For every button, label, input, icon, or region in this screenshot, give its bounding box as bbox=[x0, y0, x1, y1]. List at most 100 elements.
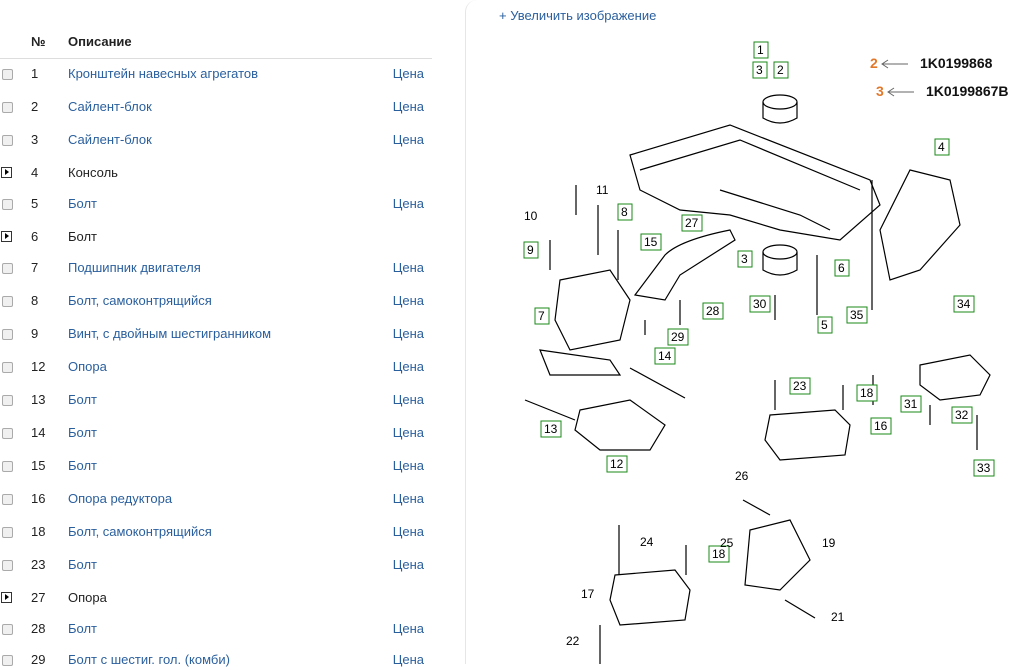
price-link[interactable]: Цена bbox=[392, 425, 424, 440]
callout-label[interactable]: 12 bbox=[610, 457, 624, 471]
price-link[interactable]: Цена bbox=[392, 392, 424, 407]
callout-label[interactable]: 7 bbox=[538, 309, 545, 323]
row-description[interactable]: Винт, с двойным шестигранником bbox=[68, 326, 272, 341]
row-checkbox[interactable] bbox=[2, 263, 13, 274]
callout-box[interactable] bbox=[789, 377, 811, 395]
callout-box[interactable] bbox=[856, 384, 878, 402]
callout-label[interactable]: 1 bbox=[757, 43, 764, 57]
expand-toggle[interactable] bbox=[1, 167, 12, 178]
callout-box[interactable] bbox=[951, 406, 973, 424]
row-description[interactable]: Болт bbox=[68, 425, 98, 440]
callout-box[interactable] bbox=[540, 420, 562, 438]
callout-label[interactable]: 3 bbox=[741, 252, 748, 266]
row-description[interactable]: Болт bbox=[68, 621, 98, 636]
row-description[interactable]: Болт, самоконтрящийся bbox=[68, 293, 212, 308]
callout-box[interactable] bbox=[834, 259, 850, 277]
expand-toggle[interactable] bbox=[1, 592, 12, 603]
callout-label[interactable]: 11 bbox=[596, 183, 609, 197]
callout-box[interactable] bbox=[846, 306, 868, 324]
callout-label[interactable]: 26 bbox=[735, 469, 749, 483]
price-link[interactable]: Цена bbox=[392, 621, 424, 636]
callout-box[interactable] bbox=[749, 295, 771, 313]
row-description[interactable]: Болт с шестиг. гол. (комби) bbox=[68, 652, 230, 667]
callout-label[interactable]: 13 bbox=[544, 422, 558, 436]
callout-box[interactable] bbox=[973, 459, 995, 477]
callout-label[interactable]: 28 bbox=[706, 304, 720, 318]
callout-label[interactable]: 35 bbox=[850, 308, 864, 322]
callout-label[interactable]: 27 bbox=[685, 216, 699, 230]
row-checkbox[interactable] bbox=[2, 102, 13, 113]
callout-box[interactable] bbox=[606, 455, 628, 473]
callout-box[interactable] bbox=[817, 316, 833, 334]
callout-label[interactable]: 8 bbox=[621, 205, 628, 219]
row-checkbox[interactable] bbox=[2, 461, 13, 472]
callout-label[interactable]: 16 bbox=[874, 419, 888, 433]
row-description[interactable]: Опора bbox=[68, 359, 107, 374]
callout-label[interactable]: 6 bbox=[838, 261, 845, 275]
price-link[interactable]: Цена bbox=[392, 196, 424, 211]
callout-box[interactable] bbox=[654, 347, 676, 365]
callout-label[interactable]: 19 bbox=[822, 536, 836, 550]
row-description[interactable]: Болт bbox=[68, 392, 98, 407]
row-checkbox[interactable] bbox=[2, 362, 13, 373]
callout-label[interactable]: 29 bbox=[671, 330, 685, 344]
expand-toggle[interactable] bbox=[1, 231, 12, 242]
row-checkbox[interactable] bbox=[2, 135, 13, 146]
callout-box[interactable] bbox=[534, 307, 550, 325]
row-description[interactable]: Болт bbox=[68, 196, 98, 211]
callout-box[interactable] bbox=[953, 295, 975, 313]
callout-box[interactable] bbox=[523, 241, 539, 259]
callout-box[interactable] bbox=[640, 233, 662, 251]
row-checkbox[interactable] bbox=[2, 428, 13, 439]
callout-box[interactable] bbox=[870, 417, 892, 435]
callout-box[interactable] bbox=[681, 214, 703, 232]
row-description[interactable]: Сайлент-блок bbox=[68, 99, 152, 114]
row-description[interactable]: Болт, самоконтрящийся bbox=[68, 524, 212, 539]
row-description[interactable]: Кронштейн навесных агрегатов bbox=[68, 66, 259, 81]
callout-box[interactable] bbox=[753, 41, 769, 59]
callout-label[interactable]: 21 bbox=[831, 610, 845, 624]
row-description[interactable]: Опора редуктора bbox=[68, 491, 173, 506]
row-checkbox[interactable] bbox=[2, 527, 13, 538]
price-link[interactable]: Цена bbox=[392, 99, 424, 114]
price-link[interactable]: Цена bbox=[392, 557, 424, 572]
price-link[interactable]: Цена bbox=[392, 652, 424, 667]
callout-label[interactable]: 33 bbox=[977, 461, 991, 475]
price-link[interactable]: Цена bbox=[392, 524, 424, 539]
callout-box[interactable] bbox=[708, 545, 730, 563]
price-link[interactable]: Цена bbox=[392, 260, 424, 275]
callout-label[interactable]: 24 bbox=[640, 535, 654, 549]
callout-label[interactable]: 23 bbox=[793, 379, 807, 393]
row-checkbox[interactable] bbox=[2, 560, 13, 571]
row-description[interactable]: Болт bbox=[68, 458, 98, 473]
callout-label[interactable]: 18 bbox=[860, 386, 874, 400]
callout-label[interactable]: 14 bbox=[658, 349, 672, 363]
callout-label[interactable]: 10 bbox=[524, 209, 538, 223]
row-description[interactable]: Подшипник двигателя bbox=[68, 260, 201, 275]
row-checkbox[interactable] bbox=[2, 199, 13, 210]
price-link[interactable]: Цена bbox=[392, 132, 424, 147]
callout-box[interactable] bbox=[702, 302, 724, 320]
callout-label[interactable]: 15 bbox=[644, 235, 658, 249]
callout-box[interactable] bbox=[667, 328, 689, 346]
callout-label[interactable]: 22 bbox=[566, 634, 580, 648]
row-checkbox[interactable] bbox=[2, 494, 13, 505]
callout-label[interactable]: 32 bbox=[955, 408, 969, 422]
callout-box[interactable] bbox=[737, 250, 753, 268]
callout-label[interactable]: 4 bbox=[938, 140, 945, 154]
price-link[interactable]: Цена bbox=[392, 458, 424, 473]
price-link[interactable]: Цена bbox=[392, 66, 424, 81]
row-description[interactable]: Болт bbox=[68, 557, 98, 572]
row-checkbox[interactable] bbox=[2, 69, 13, 80]
callout-label[interactable]: 25 bbox=[720, 536, 734, 550]
callout-label[interactable]: 30 bbox=[753, 297, 767, 311]
callout-label[interactable]: 18 bbox=[712, 547, 726, 561]
row-checkbox[interactable] bbox=[2, 296, 13, 307]
callout-box[interactable] bbox=[617, 203, 633, 221]
callout-box[interactable] bbox=[752, 61, 768, 79]
row-checkbox[interactable] bbox=[2, 329, 13, 340]
callout-box[interactable] bbox=[934, 138, 950, 156]
callout-label[interactable]: 2 bbox=[777, 63, 784, 77]
callout-label[interactable]: 17 bbox=[581, 587, 595, 601]
callout-label[interactable]: 9 bbox=[527, 243, 534, 257]
